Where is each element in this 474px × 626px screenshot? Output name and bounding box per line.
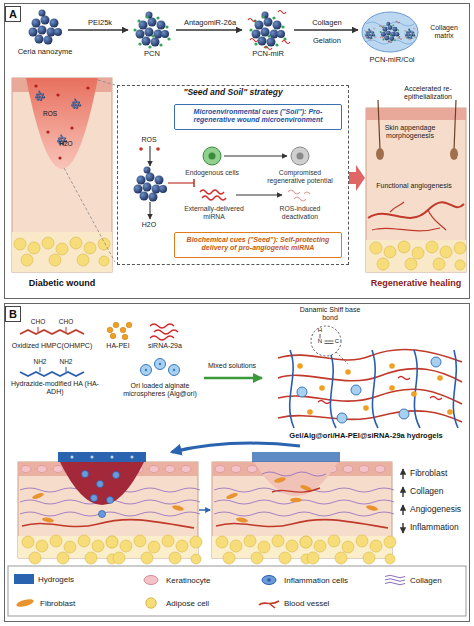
species-label: H2O	[136, 221, 162, 229]
component-label: Hydrazide-modified HA (HA-ADH)	[3, 380, 107, 396]
legend-text: Blood vessel	[284, 599, 329, 608]
step-label: Gelation	[302, 37, 352, 45]
atom-label: H	[316, 327, 324, 334]
legend-entry: Inflammation cells	[258, 574, 348, 586]
node-text: Microenvironmental cues ("Soil"): Pro-re…	[179, 108, 337, 124]
legend-text: Collagen	[410, 576, 442, 585]
stage-title: Regenerative healing	[366, 278, 466, 288]
outcome-label: Skin appendage morphogenesis	[372, 124, 448, 140]
legend-text: Adipose cell	[166, 599, 209, 608]
panel-frame: B	[4, 303, 470, 622]
material-label: PCN-miR/Col	[360, 56, 424, 64]
outcome-label: ROS-induced deactivation	[261, 205, 339, 220]
soil-cue-box: Microenvironmental cues ("Soil"): Pro-re…	[174, 104, 342, 130]
legend-symbol	[384, 574, 406, 586]
panel-letter: B	[5, 306, 21, 322]
cell-label: Endogenous cells	[176, 169, 248, 177]
material-label: Ceria nanozyme	[9, 48, 81, 56]
stage-title: Diabetic wound	[12, 278, 112, 288]
component-label: HA-PEI	[98, 342, 138, 350]
legend-entry: Hydrogels	[14, 574, 74, 584]
legend-swatch	[14, 574, 34, 584]
legend-symbol	[258, 574, 280, 586]
legend-entry: Keratinocyte	[140, 574, 210, 586]
legend-text: Fibroblast	[40, 599, 75, 608]
step-label: Mixed solutions	[200, 362, 264, 370]
panel-frame: A "Seed and Soil" strategyMicroenvironmen…	[4, 3, 470, 299]
legend-text: Hydrogels	[38, 575, 74, 584]
outcome-label: Functional angiogenesis	[376, 182, 452, 190]
legend-symbol	[14, 597, 36, 609]
effect-label: Fibroblast	[410, 469, 468, 479]
legend-entry: Blood vessel	[258, 597, 329, 609]
legend-entry: Collagen	[384, 574, 442, 586]
component-label: Ori loaded alginate microspheres (Alg@or…	[117, 382, 203, 398]
node-text: "Seed and Soil" strategy	[118, 88, 348, 97]
species-label: H2O	[54, 140, 78, 147]
outcome-label: Accelerated re-epithelialization	[390, 85, 466, 101]
annotation-label: Danamic Shiff base bond	[295, 306, 365, 322]
legend-entry: Fibroblast	[14, 597, 75, 609]
atom-label: N	[316, 338, 324, 345]
legend-symbol	[140, 574, 162, 586]
chemical-group: CHO	[56, 318, 76, 325]
product-label: Gel/Alg@ori/HA-PEI@siRNA-29a hydrogels	[268, 432, 464, 440]
chemical-group: CHO	[28, 318, 48, 325]
panel-letter: A	[5, 6, 21, 22]
cell-label: Externally-delivered miRNA	[178, 205, 250, 220]
component-label: Oxidized HMPC(OHMPC)	[4, 342, 100, 350]
outcome-label: Compromised regenerative potential	[261, 169, 339, 184]
legend-text: Inflammation cells	[284, 576, 348, 585]
material-label: PCN	[137, 50, 167, 58]
effect-label: Angiogenesis	[410, 505, 468, 515]
component-label: siRNA-29a	[141, 342, 189, 350]
reagent-label: Collagen	[302, 19, 352, 27]
node-text: Biochemical cues ("Seed"): Self-protecti…	[179, 236, 337, 252]
atom-label: C	[333, 338, 341, 345]
reagent-label: AntagomiR-26a	[175, 19, 245, 27]
annotation-label: Collagen matrix	[424, 24, 464, 40]
effect-label: Inflammation	[410, 523, 468, 533]
reagent-label: PEI25k	[80, 19, 120, 27]
legend-entry: Adipose cell	[140, 597, 209, 609]
legend-symbol	[140, 597, 162, 609]
chemical-group: NH2	[56, 358, 76, 365]
legend-symbol	[258, 597, 280, 609]
effect-label: Collagen	[410, 487, 468, 497]
species-label: ROS	[38, 110, 62, 117]
material-label: PCN-miR	[243, 50, 293, 58]
species-label: ROS	[136, 136, 162, 144]
legend-text: Keratinocyte	[166, 576, 210, 585]
chemical-group: NH2	[30, 358, 50, 365]
seed-cue-box: Biochemical cues ("Seed"): Self-protecti…	[174, 232, 342, 258]
